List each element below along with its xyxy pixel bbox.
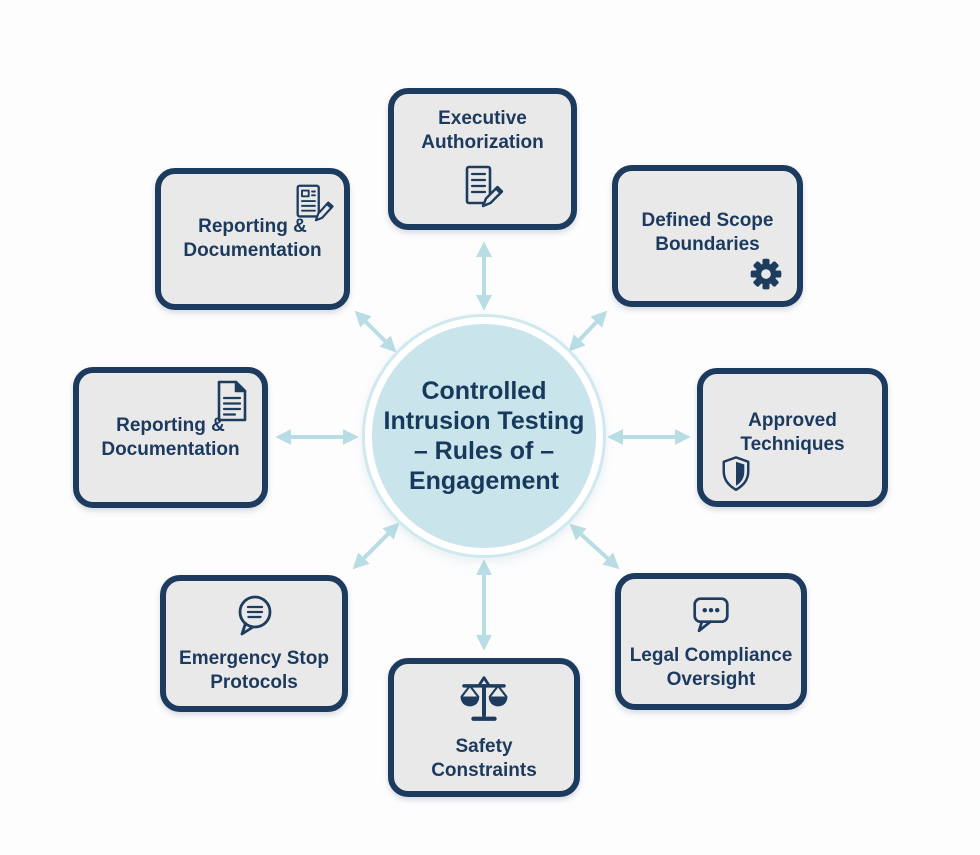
chat-dots-icon (688, 592, 734, 638)
node-legal-compliance-oversight: Legal Compliance Oversight (615, 573, 807, 710)
document-pencil-icon (459, 163, 507, 211)
node-safety-constraints: Safety Constraints (388, 658, 580, 797)
center-title-line: Intrusion Testing (383, 407, 585, 435)
node-label: Approved Techniques (740, 409, 845, 455)
arrow-top-left (354, 310, 397, 353)
arrow-bottom-right (569, 523, 620, 570)
scales-icon (451, 673, 517, 727)
gear-icon (745, 253, 787, 295)
arrow-bottom-left (352, 522, 400, 570)
shield-icon (715, 453, 757, 495)
center-circle-fill: Controlled Intrusion Testing – Rules of … (372, 324, 596, 548)
arrow-top-right (568, 310, 608, 352)
document-pencil-icon (290, 180, 336, 226)
document-icon (212, 379, 252, 423)
node-label: Executive Authorization (421, 108, 544, 153)
node-label: Legal Compliance Oversight (629, 644, 793, 690)
node-executive-authorization: Executive Authorization (388, 88, 577, 230)
node-label: Reporting & Documentation (101, 414, 240, 460)
node-label: Safety Constraints (431, 735, 537, 781)
node-label: Emergency Stop Protocols (179, 647, 329, 693)
center-circle: Controlled Intrusion Testing – Rules of … (362, 314, 606, 558)
center-title-line: Controlled (421, 377, 547, 405)
node-label: Defined Scope Boundaries (641, 210, 774, 255)
center-title-line: – Rules of – (413, 437, 555, 465)
center-title-line: Engagement (408, 467, 559, 495)
node-defined-scope-boundaries: Defined Scope Boundaries (612, 165, 803, 307)
node-emergency-stop-protocols: Emergency Stop Protocols (160, 575, 348, 712)
node-approved-techniques: Approved Techniques (697, 368, 888, 507)
center-title: Controlled Intrusion Testing – Rules of … (384, 376, 585, 496)
node-label: Reporting & Documentation (183, 216, 322, 261)
node-reporting-documentation-left: Reporting & Documentation (73, 367, 268, 508)
node-reporting-documentation-top-left: Reporting & Documentation (155, 168, 350, 310)
chat-lines-icon (230, 593, 278, 641)
